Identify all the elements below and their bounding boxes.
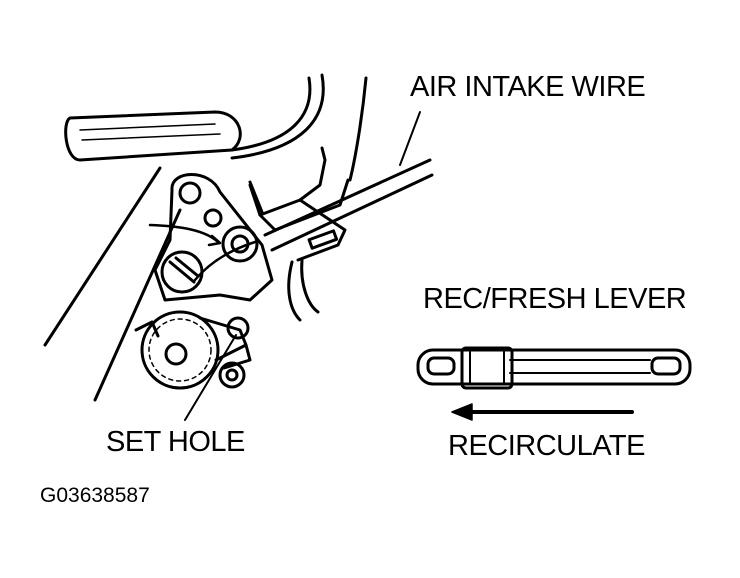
set-hole-label: SET HOLE bbox=[106, 426, 245, 458]
figure-code: G03638587 bbox=[40, 484, 150, 507]
air-intake-wire bbox=[193, 111, 434, 282]
panel-edges bbox=[43, 166, 182, 402]
air-intake-wire-label: AIR INTAKE WIRE bbox=[410, 71, 646, 103]
recirculate-label: RECIRCULATE bbox=[448, 430, 646, 462]
gear-knob bbox=[134, 310, 252, 390]
cable-clamp bbox=[248, 146, 350, 262]
recirculate-arrow bbox=[451, 403, 634, 421]
rec-fresh-lever-illustration bbox=[416, 346, 692, 390]
set-hole-leader bbox=[184, 334, 237, 421]
door-bar bbox=[64, 110, 242, 162]
hand-outline bbox=[287, 258, 320, 322]
rec-fresh-lever-label: REC/FRESH LEVER bbox=[423, 283, 687, 315]
duct-housing bbox=[230, 73, 368, 182]
